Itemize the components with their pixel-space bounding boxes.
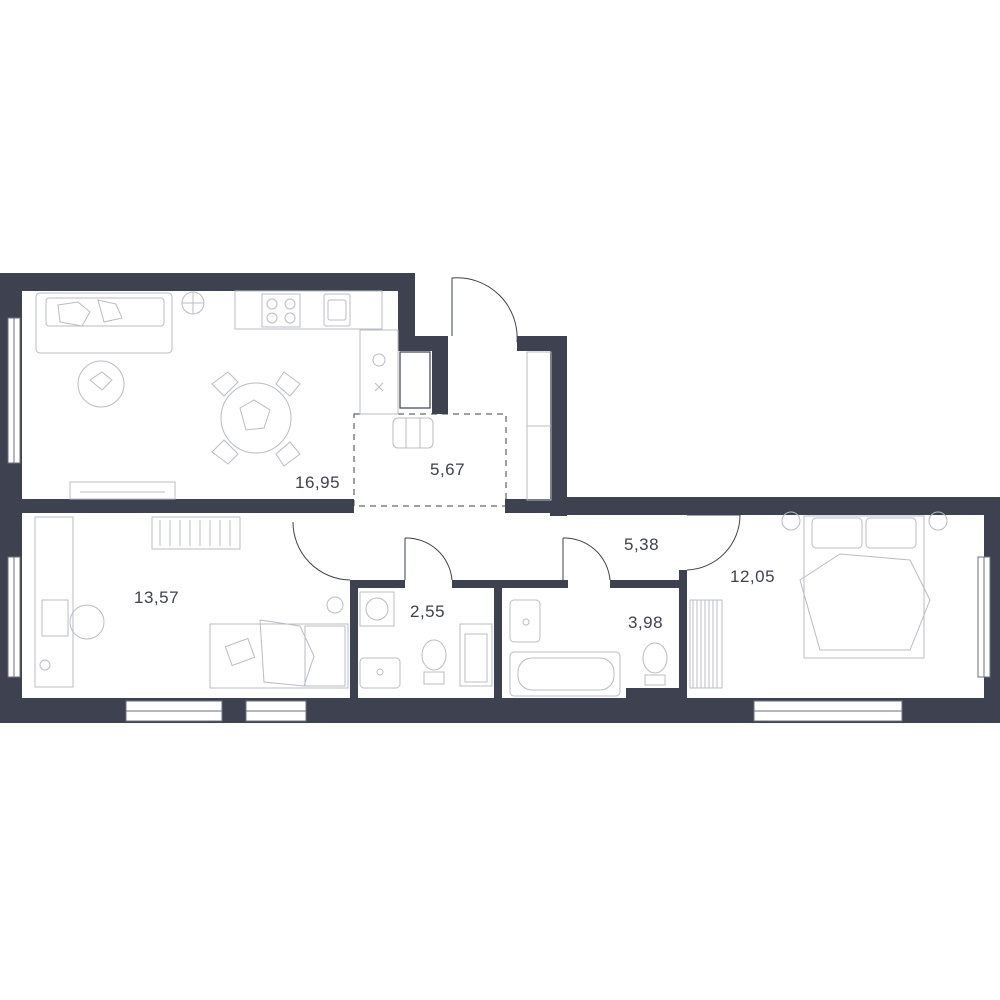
area-labels: 16,95 5,67 13,57 2,55 5,38 3,98 12,05 <box>134 460 775 632</box>
hall-zone-outline <box>353 413 507 507</box>
wardrobe-right-icon <box>689 599 723 689</box>
rug-icon <box>77 360 125 408</box>
sofa-icon <box>35 292 173 354</box>
washbasin-small-icon <box>359 657 401 689</box>
area-hall: 5,67 <box>430 460 465 479</box>
wardrobe-icon <box>526 351 552 501</box>
shower-cabinet-icon <box>459 623 493 687</box>
toilet-large-icon <box>642 642 668 686</box>
washbasin-large-icon <box>509 599 541 643</box>
sink-icon <box>323 293 351 327</box>
stove-icon <box>261 293 301 328</box>
doors <box>292 277 741 581</box>
wardrobe-left-icon <box>151 516 241 550</box>
furniture <box>34 290 948 697</box>
area-corridor: 5,38 <box>624 535 659 554</box>
kitchen-column <box>359 329 399 415</box>
windows <box>7 317 991 722</box>
tv-icon <box>69 481 176 500</box>
bathtub-icon <box>509 651 621 697</box>
dining-table-icon <box>211 371 301 467</box>
area-bathroom-small: 2,55 <box>410 602 445 621</box>
kitchen-counter <box>234 290 383 330</box>
walls <box>0 273 1000 723</box>
bed-right-icon <box>781 511 948 659</box>
bench-icon <box>392 417 434 449</box>
area-bathroom-large: 3,98 <box>628 613 663 632</box>
bed-left-icon <box>209 596 349 689</box>
area-bedroom-right: 12,05 <box>730 567 775 586</box>
fridge-icon <box>372 353 386 392</box>
area-bedroom-left: 13,57 <box>134 588 179 607</box>
area-kitchen-living: 16,95 <box>295 473 340 492</box>
fridge-box <box>399 351 431 409</box>
plant-icon <box>181 291 205 315</box>
toilet-small-icon <box>421 639 447 685</box>
desk-icon <box>34 516 105 688</box>
washing-machine-icon <box>359 591 395 627</box>
